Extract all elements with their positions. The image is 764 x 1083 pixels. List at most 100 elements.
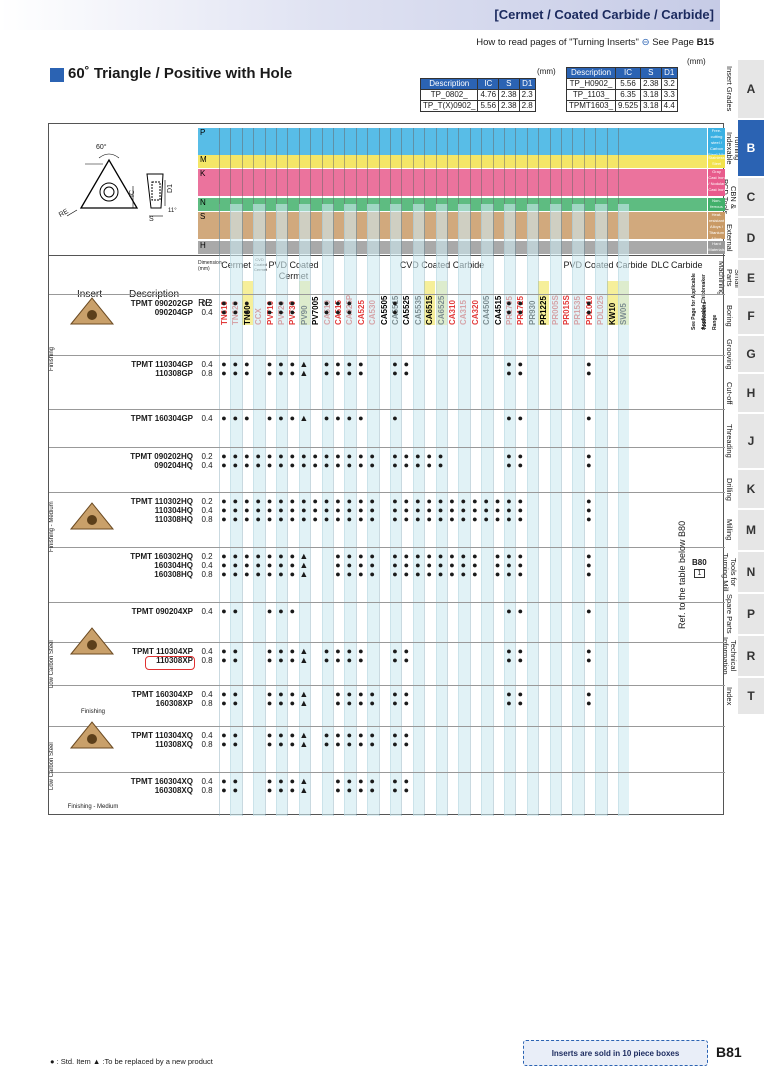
- std-item-dot: ●: [266, 451, 273, 461]
- std-item-dot: ●: [586, 689, 592, 699]
- std-item-dot: ●: [221, 739, 227, 749]
- std-item-dot: ●: [232, 689, 239, 699]
- std-item-dot: ●: [392, 514, 398, 524]
- std-item-dot: ●: [426, 496, 432, 506]
- std-item-dot: ●: [358, 451, 364, 461]
- std-item-dot: ●: [289, 689, 296, 699]
- std-item-dot: ●: [392, 551, 398, 561]
- see-page-link[interactable]: B15: [696, 37, 714, 48]
- grade-header: PR015S: [562, 295, 571, 325]
- grid-col-line: [538, 204, 540, 816]
- std-item-dot: ●: [335, 496, 341, 506]
- iso-grid-line: [583, 128, 585, 255]
- std-item-dot: ●: [369, 739, 375, 749]
- std-item-dot: ●: [278, 551, 284, 561]
- grid-col-shade: [298, 204, 311, 816]
- std-item-dot: ●: [346, 496, 353, 506]
- std-item-dot: ●: [221, 505, 227, 515]
- std-item-dot: ●: [506, 698, 512, 708]
- std-item-dot: ●: [335, 551, 341, 561]
- std-item-dot: ●: [289, 413, 296, 423]
- highlight-oval: [145, 656, 195, 670]
- std-item-dot: ●: [449, 560, 455, 570]
- grade-header: CA5525: [402, 295, 412, 325]
- std-item-dot: ●: [323, 413, 330, 423]
- std-item-dot: ●: [232, 298, 239, 308]
- std-item-dot: ●: [403, 560, 410, 570]
- std-item-dot: ●: [437, 451, 444, 461]
- chapter-tab-b[interactable]: Turning Indexable InsertsB: [717, 120, 764, 176]
- std-item-dot: ●: [221, 606, 227, 616]
- std-item-dot: ●: [232, 606, 239, 616]
- std-item-dot: ●: [335, 514, 341, 524]
- std-item-dot: ●: [586, 514, 592, 524]
- iso-grid-line: [572, 128, 574, 255]
- std-item-dot: ●: [483, 505, 489, 515]
- iso-grid-line: [424, 128, 426, 255]
- std-item-dot: ●: [346, 368, 353, 378]
- std-item-dot: ●: [266, 560, 273, 570]
- std-item-dot: ●: [415, 551, 421, 561]
- std-item-dot: ▲: [299, 551, 309, 561]
- std-item-dot: ●: [232, 776, 239, 786]
- row-re: 0.4: [201, 647, 213, 656]
- row-description: 110308GP: [155, 369, 193, 378]
- std-item-dot: ●: [392, 776, 398, 786]
- grid-col-line: [515, 204, 517, 816]
- table-row-divider: [49, 294, 725, 295]
- std-item-dot: ●: [403, 646, 410, 656]
- std-item-dot: ●: [221, 730, 227, 740]
- std-item-dot: ●: [289, 451, 296, 461]
- std-item-dot: ●: [369, 698, 375, 708]
- iso-code-k: K: [200, 169, 206, 178]
- std-item-dot: ▲: [299, 655, 309, 665]
- std-item-dot: ●: [221, 569, 227, 579]
- std-item-dot: ●: [335, 298, 341, 308]
- std-item-dot: ●: [335, 359, 341, 369]
- iso-grid-line: [447, 128, 448, 255]
- std-item-dot: ●: [346, 551, 353, 561]
- chapter-tab-label: Threading: [725, 424, 734, 458]
- grid-col-shade: [321, 204, 333, 816]
- std-item-dot: ●: [278, 569, 284, 579]
- std-item-dot: ●: [232, 646, 239, 656]
- std-item-dot: ●: [460, 505, 467, 515]
- row-description: 090204GP: [154, 308, 193, 317]
- std-item-dot: ●: [232, 460, 239, 470]
- grade-header: CA310: [448, 300, 457, 325]
- iso-grid-line: [287, 128, 289, 255]
- std-item-dot: ●: [266, 413, 273, 423]
- std-item-dot: ●: [346, 698, 353, 708]
- std-item-dot: ●: [346, 785, 353, 795]
- chapter-tab-label: Index: [725, 686, 734, 706]
- std-item-dot: ●: [483, 514, 489, 524]
- iso-grid-line: [412, 128, 414, 255]
- row-description: TPMT 110304GP: [131, 360, 193, 369]
- std-item-dot: ●: [244, 359, 250, 369]
- std-item-dot: ●: [392, 298, 398, 308]
- std-item-dot: ●: [244, 514, 250, 524]
- insert-photo: [69, 502, 115, 530]
- iso-label-s: Heat-resistant Alloys / Titanium Alloys: [707, 212, 725, 239]
- std-item-dot: ●: [278, 413, 284, 423]
- std-item-dot: ●: [586, 698, 592, 708]
- ref-page[interactable]: B80: [692, 558, 707, 567]
- row-description: 160308XQ: [154, 786, 193, 795]
- std-item-dot: ●: [358, 776, 364, 786]
